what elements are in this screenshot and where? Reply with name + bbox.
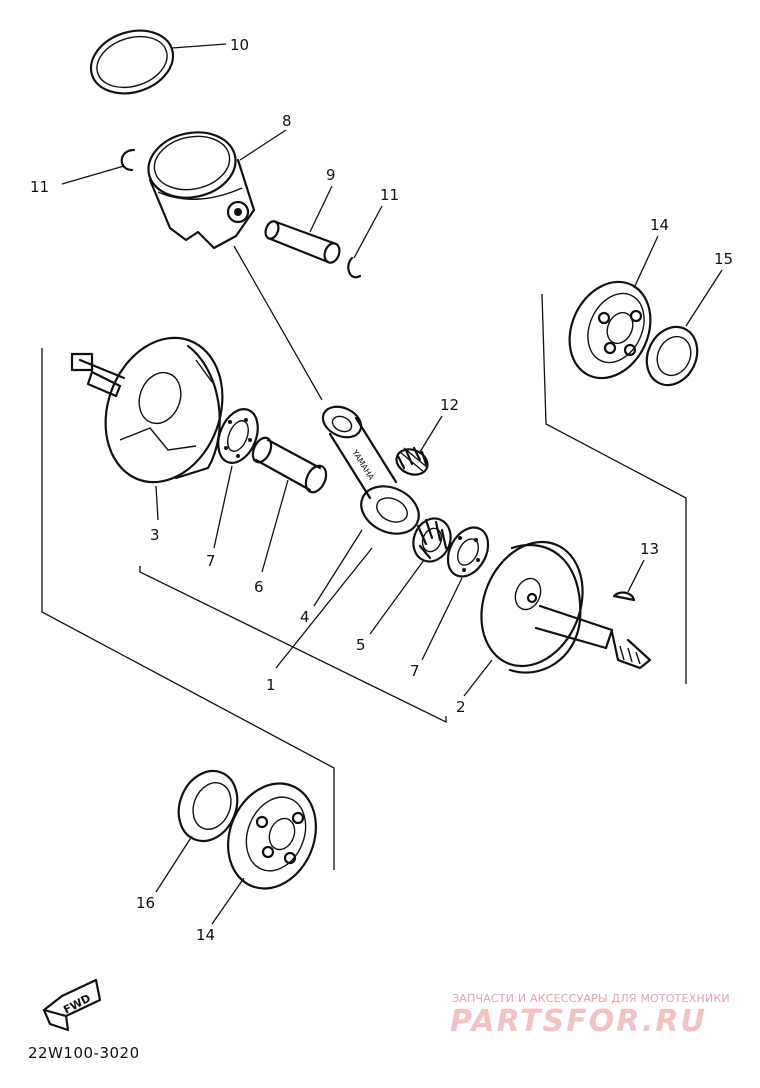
crank-bearing-lower <box>227 782 317 890</box>
leader-11b <box>353 205 383 259</box>
crank-bearing-upper <box>568 280 652 380</box>
fwd-label: FWD <box>61 992 93 1017</box>
callout-11-right: 11 <box>380 186 399 204</box>
leader-8 <box>239 129 287 161</box>
callout-11-left: 11 <box>30 178 49 196</box>
callout-3: 3 <box>150 526 160 544</box>
callout-16: 16 <box>136 894 155 912</box>
leader-16 <box>155 835 193 893</box>
crank-half-right <box>480 540 652 674</box>
callout-14-upper: 14 <box>650 216 669 234</box>
callout-6: 6 <box>254 578 264 596</box>
leader-5 <box>369 559 425 635</box>
callout-7-left: 7 <box>206 552 216 570</box>
callout-8: 8 <box>282 112 292 130</box>
leader-7a <box>213 465 233 549</box>
callout-1: 1 <box>266 676 276 694</box>
watermark-tagline: ЗАПЧАСТИ И АКСЕССУАРЫ ДЛЯ МОТОТЕХНИКИ <box>452 992 730 1005</box>
callout-10: 10 <box>230 36 249 54</box>
big-end-bearing <box>412 517 452 563</box>
leader-11a <box>61 165 125 185</box>
assembly-frame-upper <box>541 293 687 684</box>
leader-4 <box>313 529 363 607</box>
circlip-left <box>120 148 136 172</box>
leader-6 <box>261 479 289 573</box>
leader-9 <box>309 185 333 233</box>
piston <box>147 131 256 250</box>
connecting-rod: YAMAHA <box>321 405 420 535</box>
leader-piston-to-rod <box>233 245 323 401</box>
leader-13 <box>627 559 645 593</box>
oil-seal-upper <box>645 325 699 387</box>
thrust-washer-right <box>446 526 490 578</box>
leader-3 <box>155 485 159 521</box>
small-end-bearing <box>395 446 429 476</box>
callout-15: 15 <box>714 250 733 268</box>
leader-14b <box>211 877 245 925</box>
piston-ring <box>89 29 175 95</box>
woodruff-key <box>612 591 636 602</box>
callout-12: 12 <box>440 396 459 414</box>
piston-pin <box>264 220 341 264</box>
callout-9: 9 <box>326 166 336 184</box>
callout-5: 5 <box>356 636 366 654</box>
thrust-washer-left <box>217 408 259 464</box>
crank-pin <box>251 436 328 494</box>
oil-seal-lower <box>177 769 239 843</box>
leader-12 <box>419 415 443 453</box>
callout-2: 2 <box>456 698 466 716</box>
fwd-arrow-icon: FWD <box>42 978 102 1032</box>
assembly-bracket-1 <box>139 566 447 724</box>
callout-4: 4 <box>300 608 310 626</box>
leader-10 <box>171 43 227 49</box>
callout-7-right: 7 <box>410 662 420 680</box>
assembly-frame-left <box>41 348 335 870</box>
leader-2 <box>463 659 493 697</box>
leader-1 <box>275 547 373 669</box>
crank-half-left <box>70 336 224 484</box>
rod-marking: YAMAHA <box>350 447 376 482</box>
callout-14-lower: 14 <box>196 926 215 944</box>
leader-15 <box>685 269 723 327</box>
diagram-code: 22W100-3020 <box>28 1044 140 1062</box>
watermark-logo: PARTSFOR.RU <box>450 1004 707 1039</box>
leader-14a <box>633 235 659 289</box>
callout-13: 13 <box>640 540 659 558</box>
circlip-right <box>347 256 362 279</box>
leader-7b <box>421 577 463 661</box>
